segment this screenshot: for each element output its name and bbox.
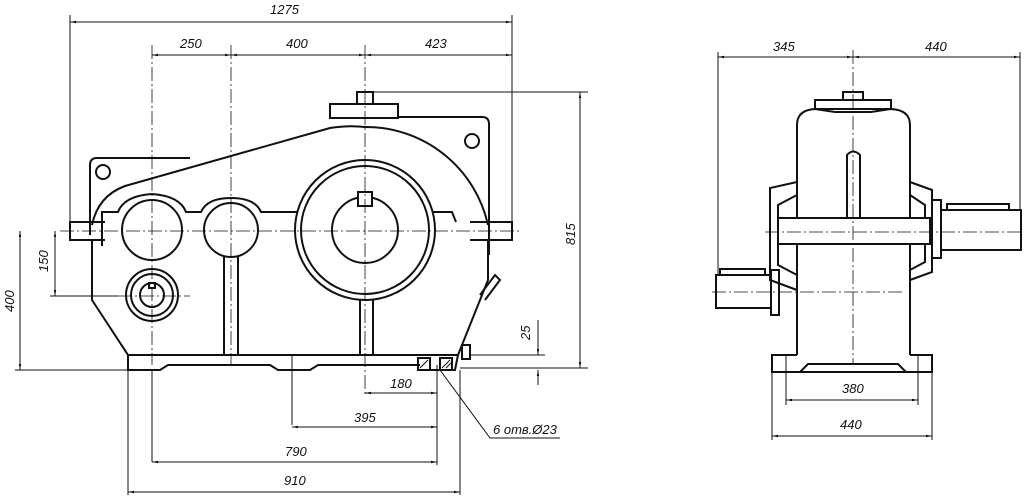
side-centerlines xyxy=(712,50,1024,365)
side-rib xyxy=(846,150,861,218)
dim-150: 150 xyxy=(36,250,51,272)
front-dimensions: 1275 250 400 423 815 400 150 25 180 395 xyxy=(2,2,588,495)
centerlines xyxy=(60,45,520,395)
left-shaft-key xyxy=(719,268,766,276)
side-dimensions: 345 440 380 440 xyxy=(717,39,1021,440)
lifting-hole-left xyxy=(95,164,111,180)
inspection-cover xyxy=(329,103,399,119)
left-shaft-end xyxy=(715,274,772,309)
lower-housing xyxy=(91,240,489,356)
dim-380: 380 xyxy=(842,381,864,396)
hole-note-leader xyxy=(439,369,560,439)
front-view: 1275 250 400 423 815 400 150 25 180 395 xyxy=(2,2,588,495)
left-seal xyxy=(770,269,780,316)
bolt-hole-section xyxy=(417,357,453,371)
hatching xyxy=(419,359,453,369)
dim-400: 400 xyxy=(286,36,308,51)
stiffening-ribs xyxy=(223,257,374,355)
dim-25: 25 xyxy=(518,325,533,341)
right-ear-plate xyxy=(398,116,490,255)
output-shaft-side xyxy=(777,217,931,245)
right-seal xyxy=(931,199,942,259)
right-shaft-end xyxy=(940,209,1022,251)
dim-395: 395 xyxy=(354,410,376,425)
dim-440-base: 440 xyxy=(840,417,862,432)
bearing-bosses xyxy=(101,192,457,246)
hole-note: 6 отв.Ø23 xyxy=(493,422,558,437)
oil-dipstick xyxy=(479,273,502,301)
dim-910: 910 xyxy=(284,473,306,488)
side-view: 345 440 380 440 xyxy=(712,39,1024,440)
left-ear-plate xyxy=(89,157,190,235)
upper-housing xyxy=(91,125,489,226)
dim-815: 815 xyxy=(563,223,578,245)
dim-400-height: 400 xyxy=(2,290,17,312)
dim-423: 423 xyxy=(425,36,447,51)
right-shaft-key xyxy=(946,203,1010,211)
dim-440-top: 440 xyxy=(925,39,947,54)
lifting-hole-right xyxy=(464,133,480,149)
drain-plug xyxy=(461,344,471,360)
dim-1275: 1275 xyxy=(270,2,300,17)
base-flange xyxy=(127,354,460,371)
dim-250: 250 xyxy=(179,36,202,51)
dim-790: 790 xyxy=(285,444,307,459)
dim-180: 180 xyxy=(390,376,412,391)
dim-345: 345 xyxy=(773,39,795,54)
side-base xyxy=(771,354,933,373)
